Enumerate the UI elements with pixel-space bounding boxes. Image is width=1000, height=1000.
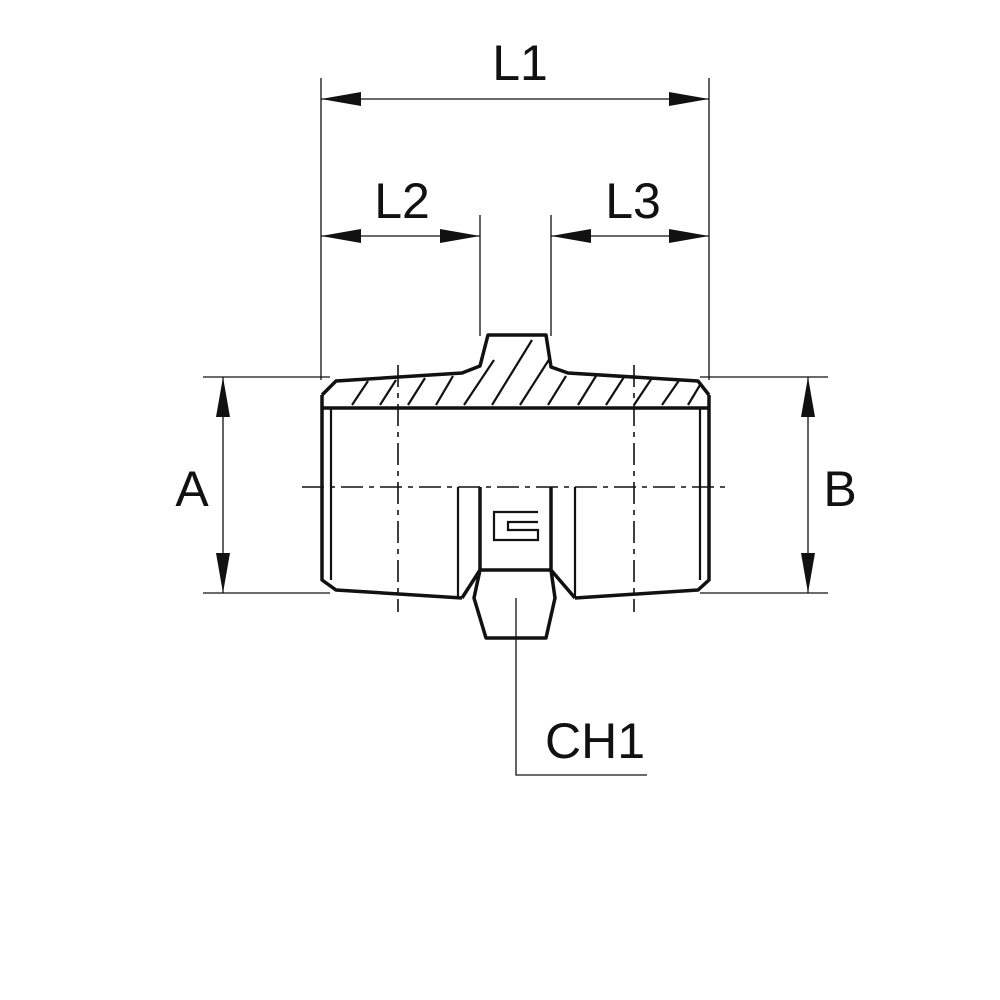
- dimension-ch1: CH1: [515, 598, 647, 776]
- manufacturer-logo-icon: [492, 510, 540, 542]
- thread-limit-lines: [397, 365, 635, 612]
- dimension-l2: L2: [321, 173, 480, 243]
- dimension-a: A: [175, 377, 230, 593]
- label-l2: L2: [374, 173, 430, 229]
- dimension-b: B: [801, 377, 857, 593]
- label-a: A: [175, 461, 209, 517]
- section-hatching: [351, 339, 701, 406]
- label-l1: L1: [492, 35, 548, 91]
- label-ch1: CH1: [545, 713, 645, 769]
- label-b: B: [823, 461, 856, 517]
- dimension-l1: L1: [321, 35, 709, 106]
- dimension-l3: L3: [551, 173, 709, 243]
- extension-lines: [203, 78, 828, 594]
- part-outline: [320, 333, 711, 640]
- label-l3: L3: [605, 173, 661, 229]
